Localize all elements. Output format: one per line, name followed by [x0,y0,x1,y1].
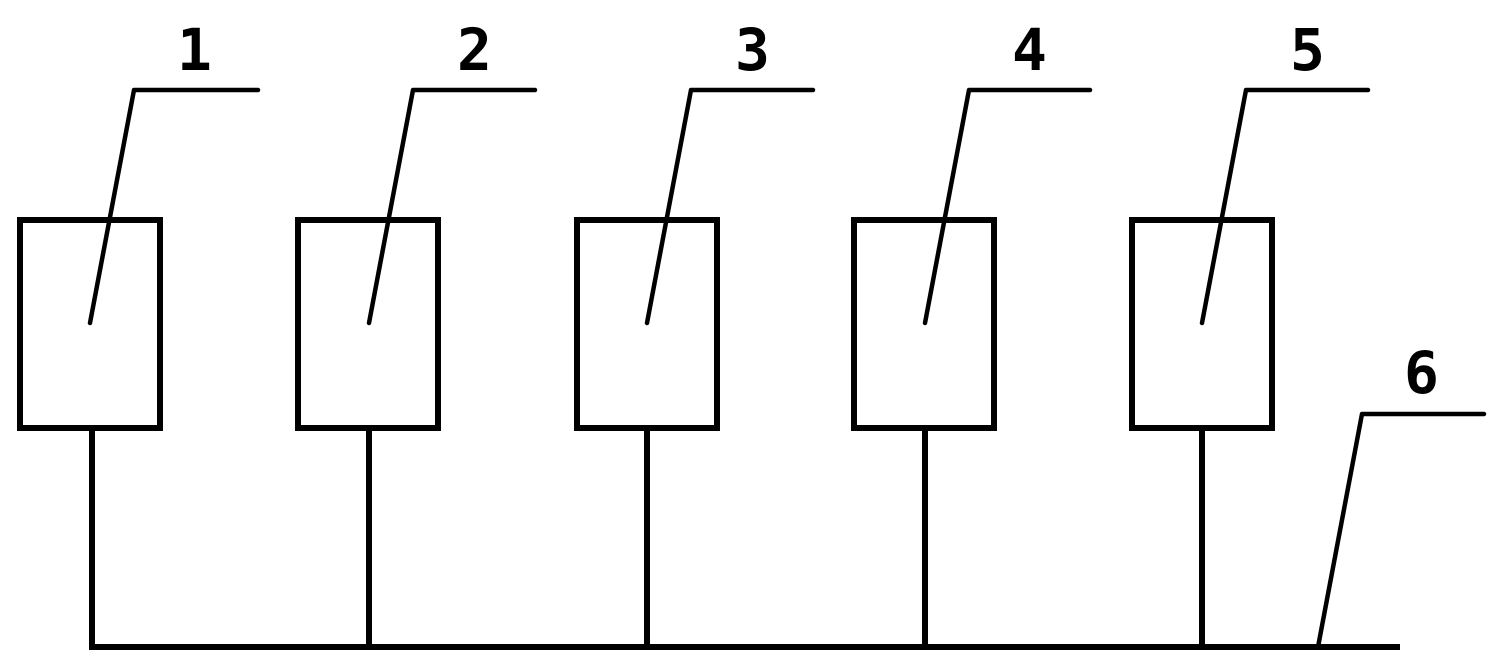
component-4-label: 4 [1012,16,1047,84]
component-3-label: 3 [735,16,770,84]
component-5-label: 5 [1290,16,1325,84]
bus-label: 6 [1404,339,1439,407]
component-4: 4 [851,16,1093,650]
component-3-leader-line [644,87,816,326]
component-2-label: 2 [457,16,492,84]
component-1-label: 1 [177,16,212,84]
component-2: 2 [295,16,538,650]
component-5: 5 [1129,16,1371,650]
component-3: 3 [574,16,816,650]
component-2-leader-line [366,87,538,326]
component-5-leader-line [1199,87,1371,326]
component-1: 1 [17,16,261,650]
component-1-leader-line [87,87,261,326]
component-4-leader-line [922,87,1093,326]
bus-callout: 6 [1315,339,1487,650]
bus-leader-line [1315,411,1487,650]
